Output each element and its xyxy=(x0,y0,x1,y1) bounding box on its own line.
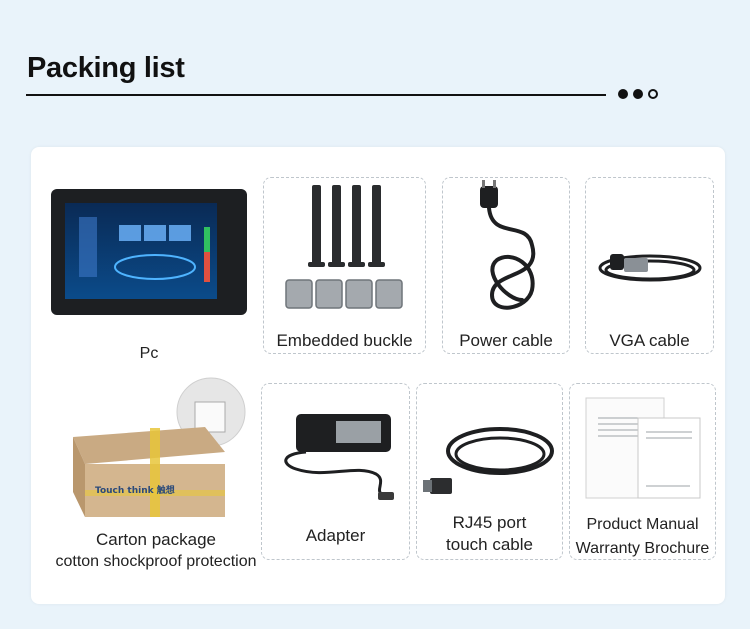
manual-image xyxy=(585,397,701,499)
vga-cable-image xyxy=(598,254,702,282)
item-pc-label: Pc xyxy=(139,345,159,362)
dot-hollow-icon xyxy=(648,89,658,99)
dot-icon xyxy=(618,89,628,99)
carton-package-image: Touch think 触想 xyxy=(73,377,246,517)
embedded-buckle-image xyxy=(285,185,403,309)
touch-panel-pc-image xyxy=(51,189,247,315)
item-buckle-label: Embedded buckle xyxy=(276,331,413,350)
item-rj45-line1: RJ45 port xyxy=(452,513,527,532)
item-manual-line1: Product Manual xyxy=(586,516,699,533)
item-adapter: Adapter xyxy=(261,383,410,560)
item-buckle: Embedded buckle xyxy=(263,177,426,354)
item-vga-cable: VGA cable xyxy=(585,177,714,354)
item-carton-line1: Carton package xyxy=(95,530,217,549)
carton-brand-logo: Touch think 触想 xyxy=(95,484,175,496)
item-power-cable: Power cable xyxy=(442,177,570,354)
packing-list-card: Pc Embedded buckle xyxy=(31,147,725,604)
dot-icon xyxy=(633,89,643,99)
item-adapter-label: Adapter xyxy=(305,526,366,545)
pagination-dots xyxy=(618,89,658,99)
page-title: Packing list xyxy=(27,52,185,84)
item-carton: Touch think 触想 Carton package cotton sho… xyxy=(45,372,267,577)
power-cable-image xyxy=(480,180,536,310)
item-manual-line2: Warranty Brochure xyxy=(575,540,710,557)
item-vga-cable-label: VGA cable xyxy=(609,331,690,350)
item-rj45-line2: touch cable xyxy=(446,535,533,554)
adapter-image xyxy=(284,414,394,500)
item-carton-line2: cotton shockproof protection xyxy=(55,553,257,570)
rj45-cable-image xyxy=(423,427,554,494)
item-rj45-cable: RJ45 port touch cable xyxy=(416,383,563,560)
item-pc: Pc xyxy=(49,187,249,367)
item-power-cable-label: Power cable xyxy=(459,331,553,350)
item-manual: Product Manual Warranty Brochure xyxy=(569,383,716,560)
title-underline xyxy=(26,94,606,96)
